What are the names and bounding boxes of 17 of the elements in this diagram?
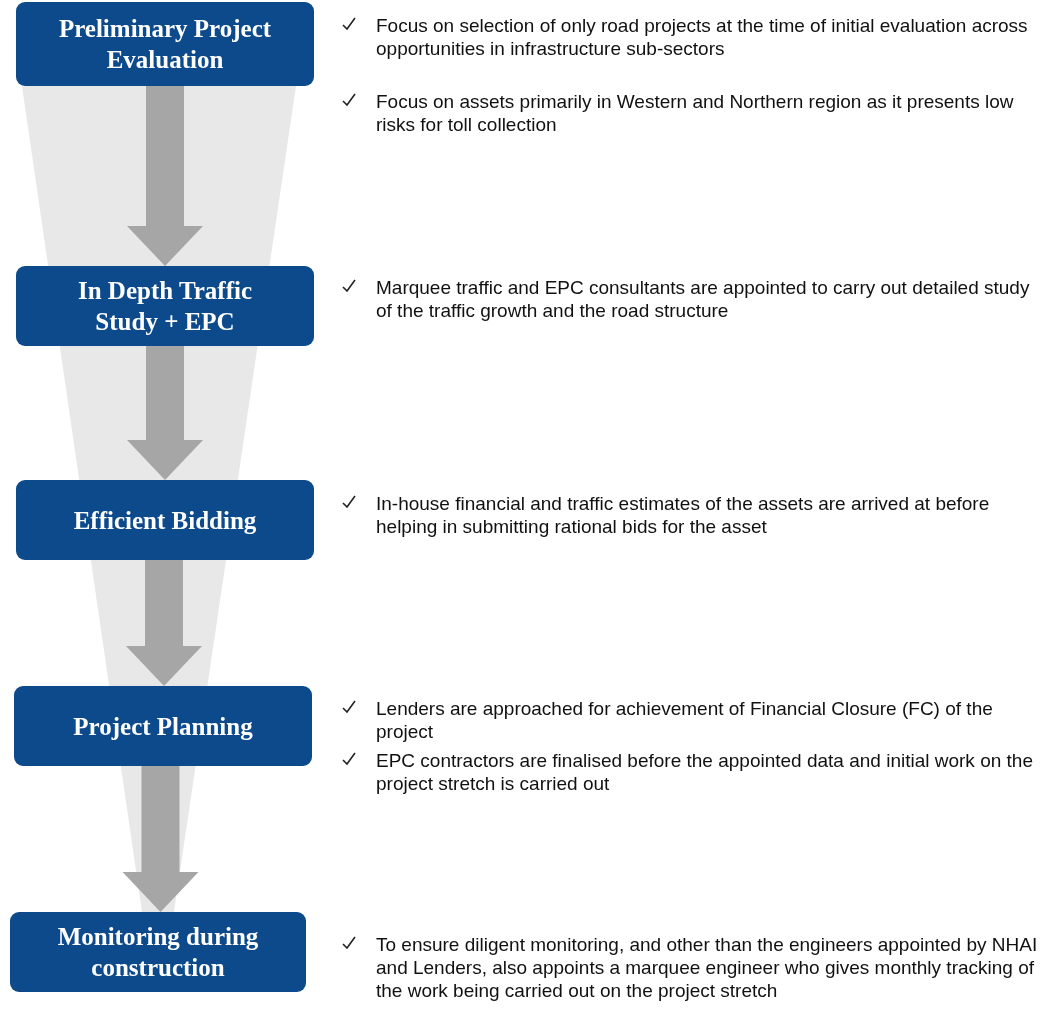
- process-box: [10, 912, 306, 992]
- process-box: [16, 480, 314, 560]
- bullet-text: To ensure diligent monitoring, and other than the engineers appointed by NHAI and Lenders, also appoints a marquee engineer who gives monthly tracking of the work being carried out on the project stretch: [376, 933, 1038, 1002]
- step-title: Monitoring during construction: [56, 922, 260, 983]
- bullet-text: Focus on assets primarily in Western and Northern region as it presents low risks for toll collection: [376, 90, 1015, 136]
- bullet-text: Focus on selection of only road projects at the time of initial evaluation across opportunities in infrastructure sub-sectors: [376, 14, 1029, 60]
- bullet-text: Lenders are approached for achievement of Financial Closure (FC) of the project: [376, 697, 994, 743]
- step-title: In Depth Traffic Study + EPC: [76, 276, 254, 337]
- process-box: [16, 2, 314, 86]
- step-title: Project Planning: [73, 711, 253, 742]
- bullet-text: Marquee traffic and EPC consultants are appointed to carry out detailed study of the traffic growth and the road structure: [376, 276, 1031, 322]
- process-box: [14, 686, 312, 766]
- step-title: Preliminary Project Evaluation: [57, 14, 273, 75]
- process-box: [16, 266, 314, 346]
- bullet-text: EPC contractors are finalised before the appointed data and initial work on the project stretch is carried out: [376, 749, 1034, 795]
- step-title: Efficient Bidding: [73, 505, 257, 536]
- bullet-text: In-house financial and traffic estimates of the assets are arrived at before helping in submitting rational bids for the asset: [376, 492, 991, 538]
